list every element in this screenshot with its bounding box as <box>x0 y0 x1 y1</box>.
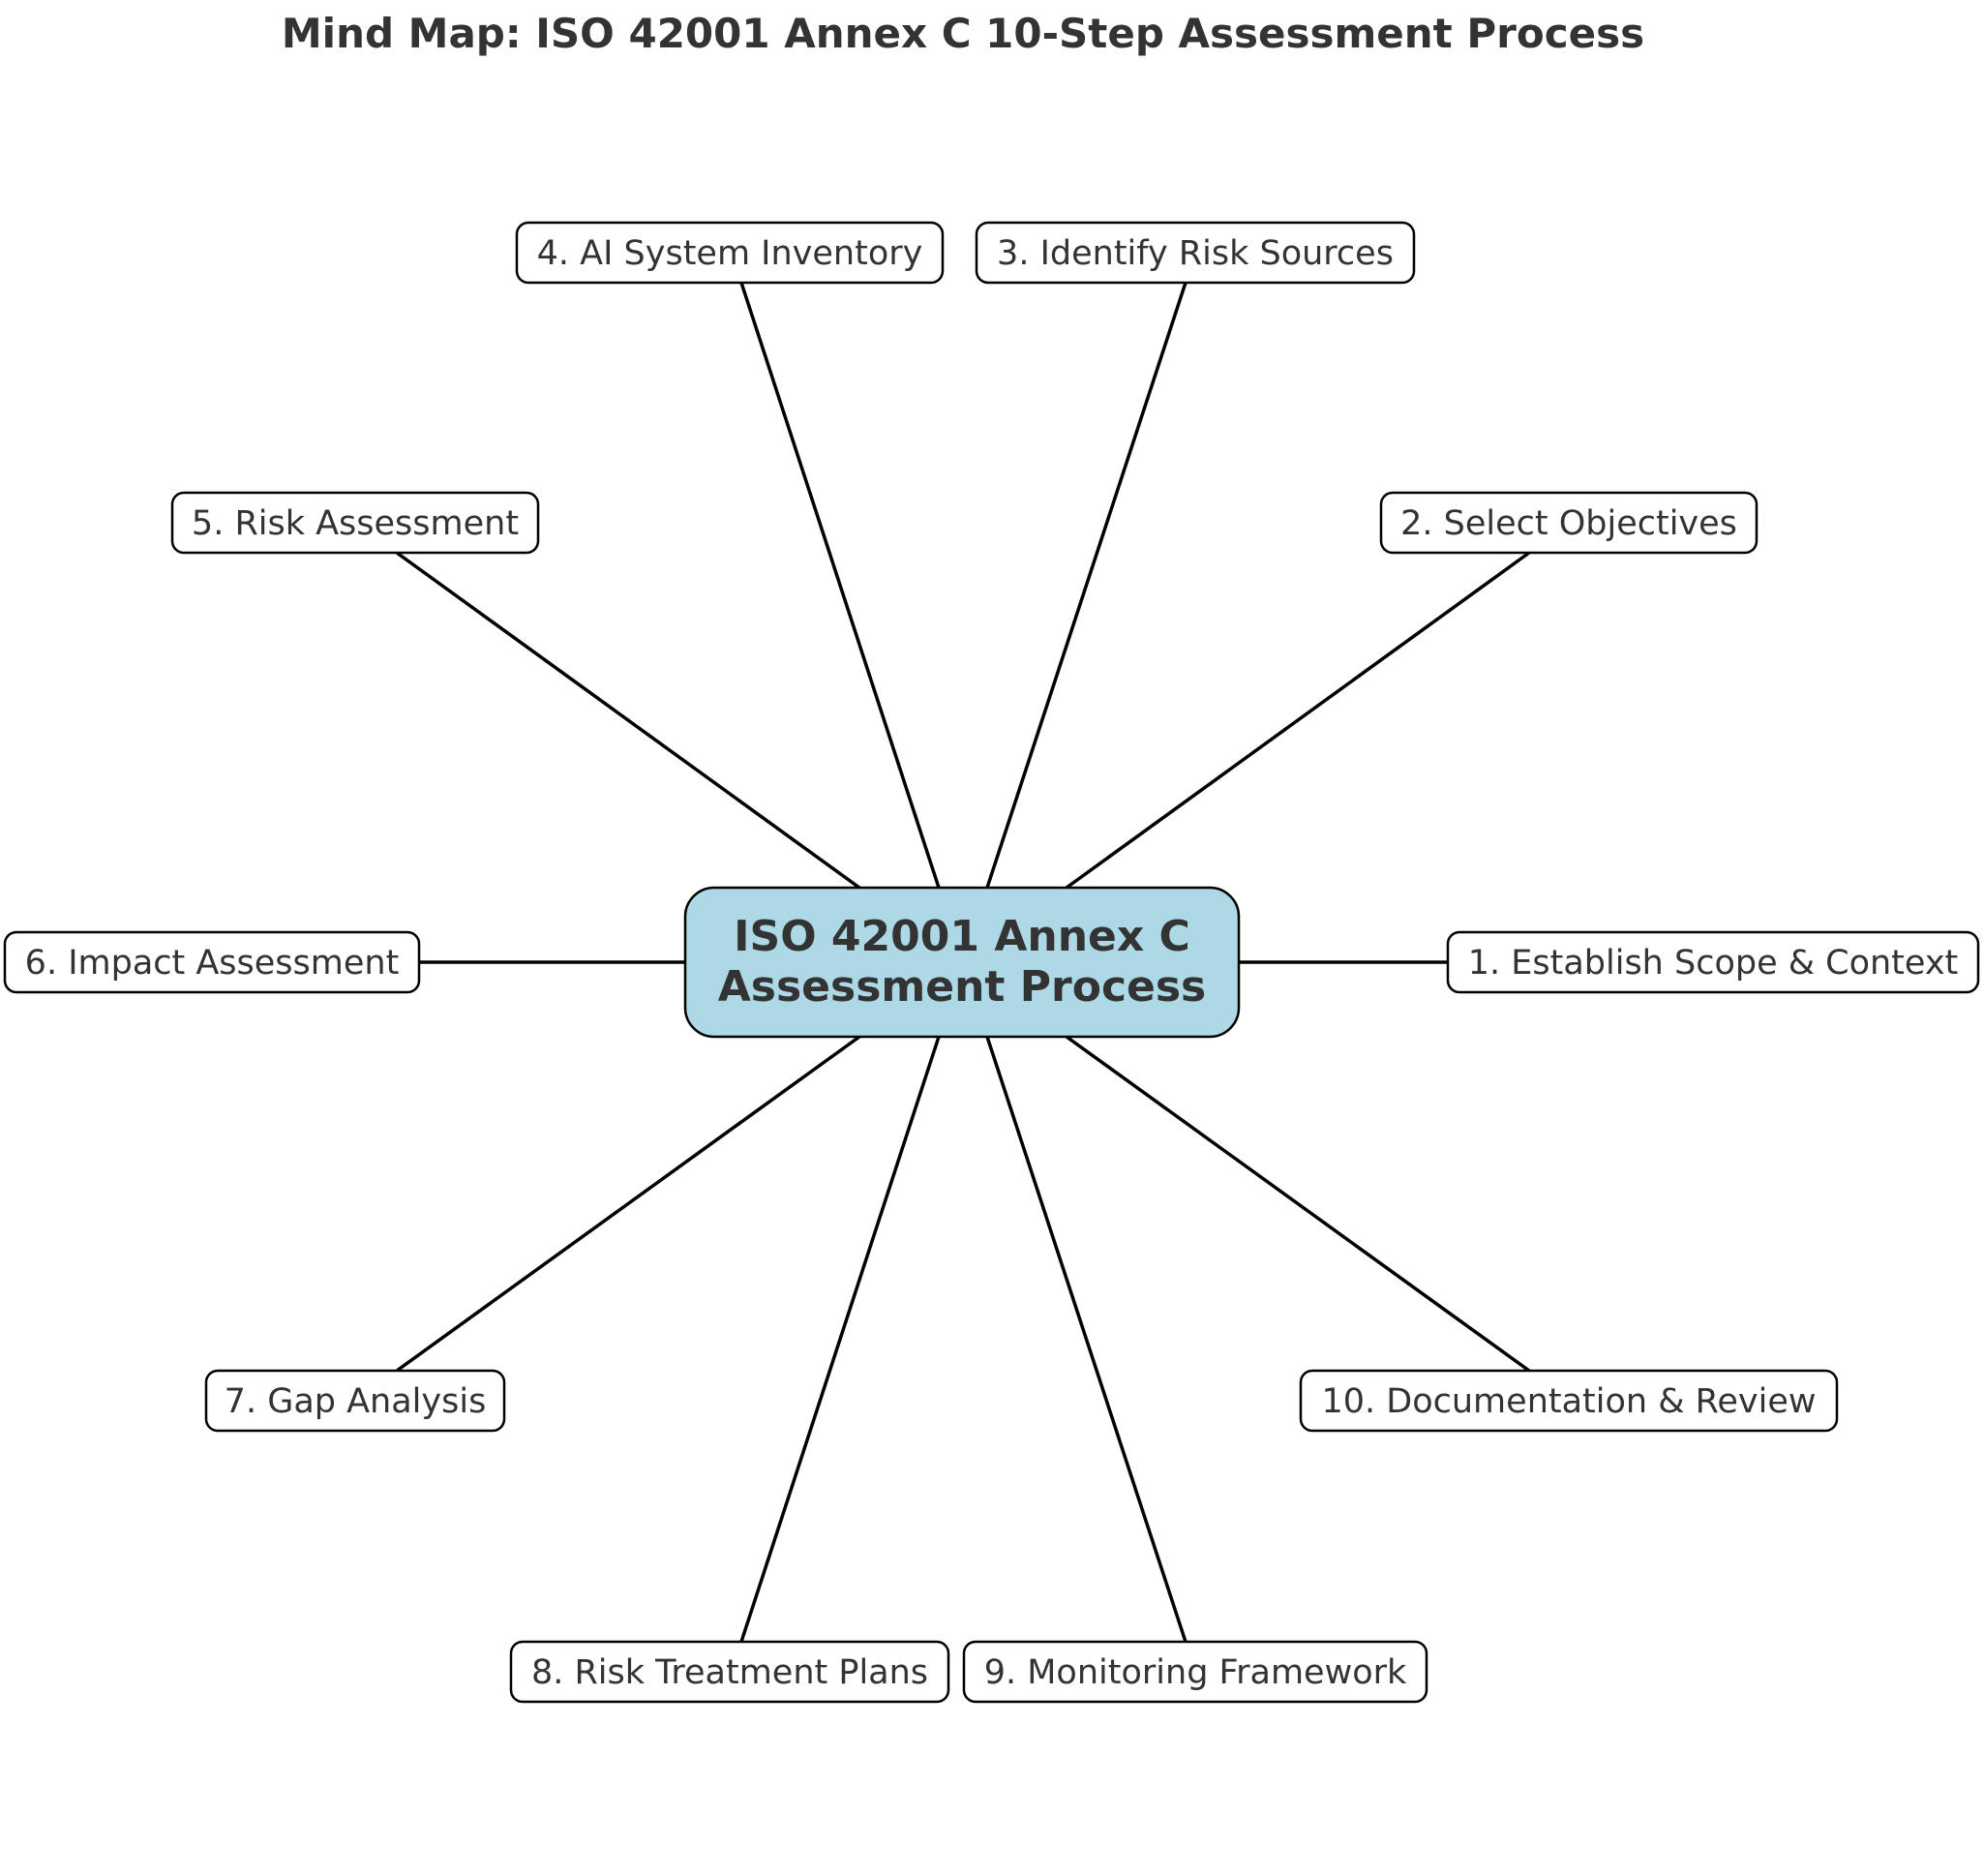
step-node-2: 2. Select Objectives <box>1379 491 1759 555</box>
step-node-6: 6. Impact Assessment <box>3 930 421 994</box>
step-node-label: 6. Impact Assessment <box>25 944 400 983</box>
connector-step-2 <box>1065 551 1531 890</box>
connector-step-4 <box>739 282 941 889</box>
step-node-7: 7. Gap Analysis <box>204 1369 506 1433</box>
branch-node-group: 1. Establish Scope & Context 2. Select Ob… <box>3 221 1980 1704</box>
step-node-box <box>975 221 1416 285</box>
center-node-label-line-2: Assessment Process <box>718 962 1207 1012</box>
step-node-10: 10. Documentation & Review <box>1299 1369 1839 1433</box>
step-node-label: 5. Risk Assessment <box>192 504 519 543</box>
step-node-3: 3. Identify Risk Sources <box>975 221 1416 285</box>
step-node-box <box>1446 930 1980 994</box>
step-node-box <box>515 221 945 285</box>
step-node-label: 3. Identify Risk Sources <box>997 234 1394 273</box>
step-node-5: 5. Risk Assessment <box>170 491 540 555</box>
connector-step-5 <box>395 551 861 890</box>
connector-step-8 <box>739 1036 941 1643</box>
diagram-title: Mind Map: ISO 42001 Annex C 10-Step Asse… <box>281 10 1645 57</box>
center-node: ISO 42001 Annex C Assessment Process <box>683 886 1241 1039</box>
connector-step-7 <box>395 1035 861 1373</box>
step-node-label: 8. Risk Treatment Plans <box>531 1653 928 1692</box>
step-node-9: 9. Monitoring Framework <box>962 1640 1428 1704</box>
step-node-label: 4. AI System Inventory <box>537 234 923 273</box>
step-node-8: 8. Risk Treatment Plans <box>509 1640 950 1704</box>
step-node-box <box>3 930 421 994</box>
step-node-box <box>170 491 540 555</box>
step-node-label: 2. Select Objectives <box>1400 504 1737 543</box>
step-node-label: 10. Documentation & Review <box>1321 1382 1816 1421</box>
connector-step-3 <box>985 282 1187 889</box>
step-node-label: 1. Establish Scope & Context <box>1468 944 1959 983</box>
step-node-box <box>1379 491 1759 555</box>
connector-step-9 <box>985 1036 1187 1643</box>
center-node-label-line-1: ISO 42001 Annex C <box>734 912 1190 961</box>
step-node-box <box>1299 1369 1839 1433</box>
step-node-label: 9. Monitoring Framework <box>984 1653 1407 1692</box>
step-node-4: 4. AI System Inventory <box>515 221 945 285</box>
step-node-label: 7. Gap Analysis <box>225 1382 487 1421</box>
connector-group <box>395 282 1531 1643</box>
step-node-box <box>204 1369 506 1433</box>
step-node-1: 1. Establish Scope & Context <box>1446 930 1980 994</box>
center-node-box <box>683 886 1241 1039</box>
step-node-box <box>509 1640 950 1704</box>
connector-step-10 <box>1065 1035 1531 1373</box>
step-node-box <box>962 1640 1428 1704</box>
